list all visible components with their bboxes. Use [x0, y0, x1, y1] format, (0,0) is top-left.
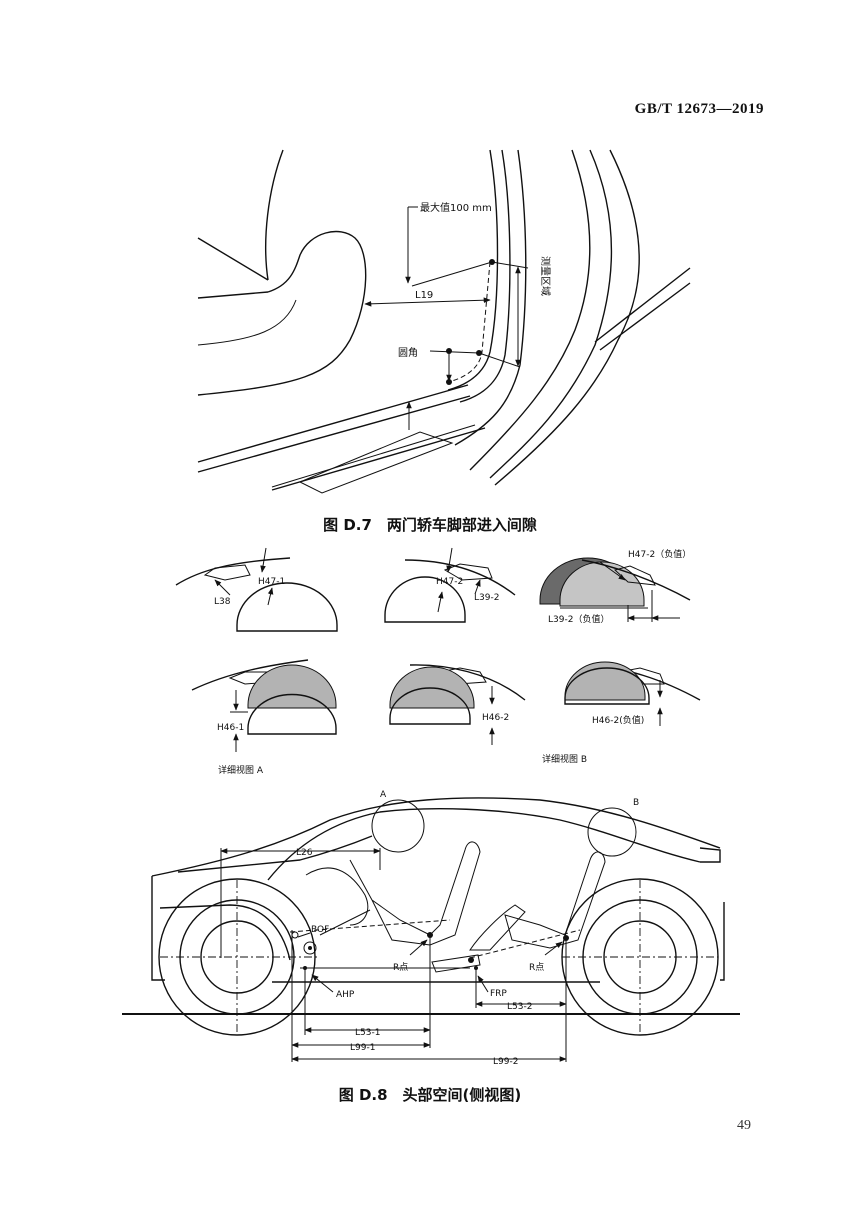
standard-number: GB/T 12673—2019 [634, 101, 764, 117]
label-h46-2-neg: H46-2(负值) [592, 714, 644, 726]
figure-d7-drawing: 最大值100 mm L19 测量区域 圆角 [197, 149, 691, 494]
label-measure-zone: 测量区域 [539, 256, 552, 296]
label-h46-2: H46-2 [482, 713, 509, 723]
label-h47-2-neg: H47-2（负值） [628, 548, 691, 560]
label-b: B [633, 798, 639, 808]
label-l53-1: L53-1 [355, 1028, 380, 1038]
label-frp: FRP [490, 989, 507, 999]
figure-d8-caption: 图 D.8 头部空间(侧视图) [338, 1086, 522, 1104]
label-h47-1: H47-1 [258, 577, 285, 587]
label-l38: L38 [214, 597, 231, 607]
label-l39-2-neg: L39-2（负值） [548, 613, 609, 625]
label-detail-a: 详细视图 A [218, 764, 264, 776]
label-h47-2: H47-2 [436, 577, 463, 587]
label-ahp: AHP [336, 990, 355, 1000]
label-max-value: 最大值100 mm [420, 201, 492, 214]
label-l99-2: L99-2 [493, 1057, 518, 1067]
label-l26: L26 [296, 848, 313, 858]
label-r-point-1: R点 [393, 962, 408, 973]
label-l39-2: L39-2 [474, 593, 499, 603]
label-r-point-2: R点 [529, 962, 544, 973]
label-bof: BOF [311, 925, 329, 935]
label-round-corner: 圆角 [398, 347, 418, 359]
label-l99-1: L99-1 [350, 1043, 375, 1053]
label-a: A [380, 790, 387, 800]
label-l19: L19 [415, 290, 433, 301]
label-l53-2: L53-2 [507, 1002, 532, 1012]
label-detail-b: 详细视图 B [542, 753, 587, 765]
label-h46-1: H46-1 [217, 723, 244, 733]
figure-d7-caption: 图 D.7 两门轿车脚部进入间隙 [323, 516, 537, 534]
page-number: 49 [737, 1118, 751, 1133]
figure-d8-drawing: A B L26 L53-2 [122, 790, 740, 1067]
detail-views-drawing: H47-1 L38 H47-2 L39-2 H47-2（负值） L39-2（负值… [175, 547, 701, 776]
